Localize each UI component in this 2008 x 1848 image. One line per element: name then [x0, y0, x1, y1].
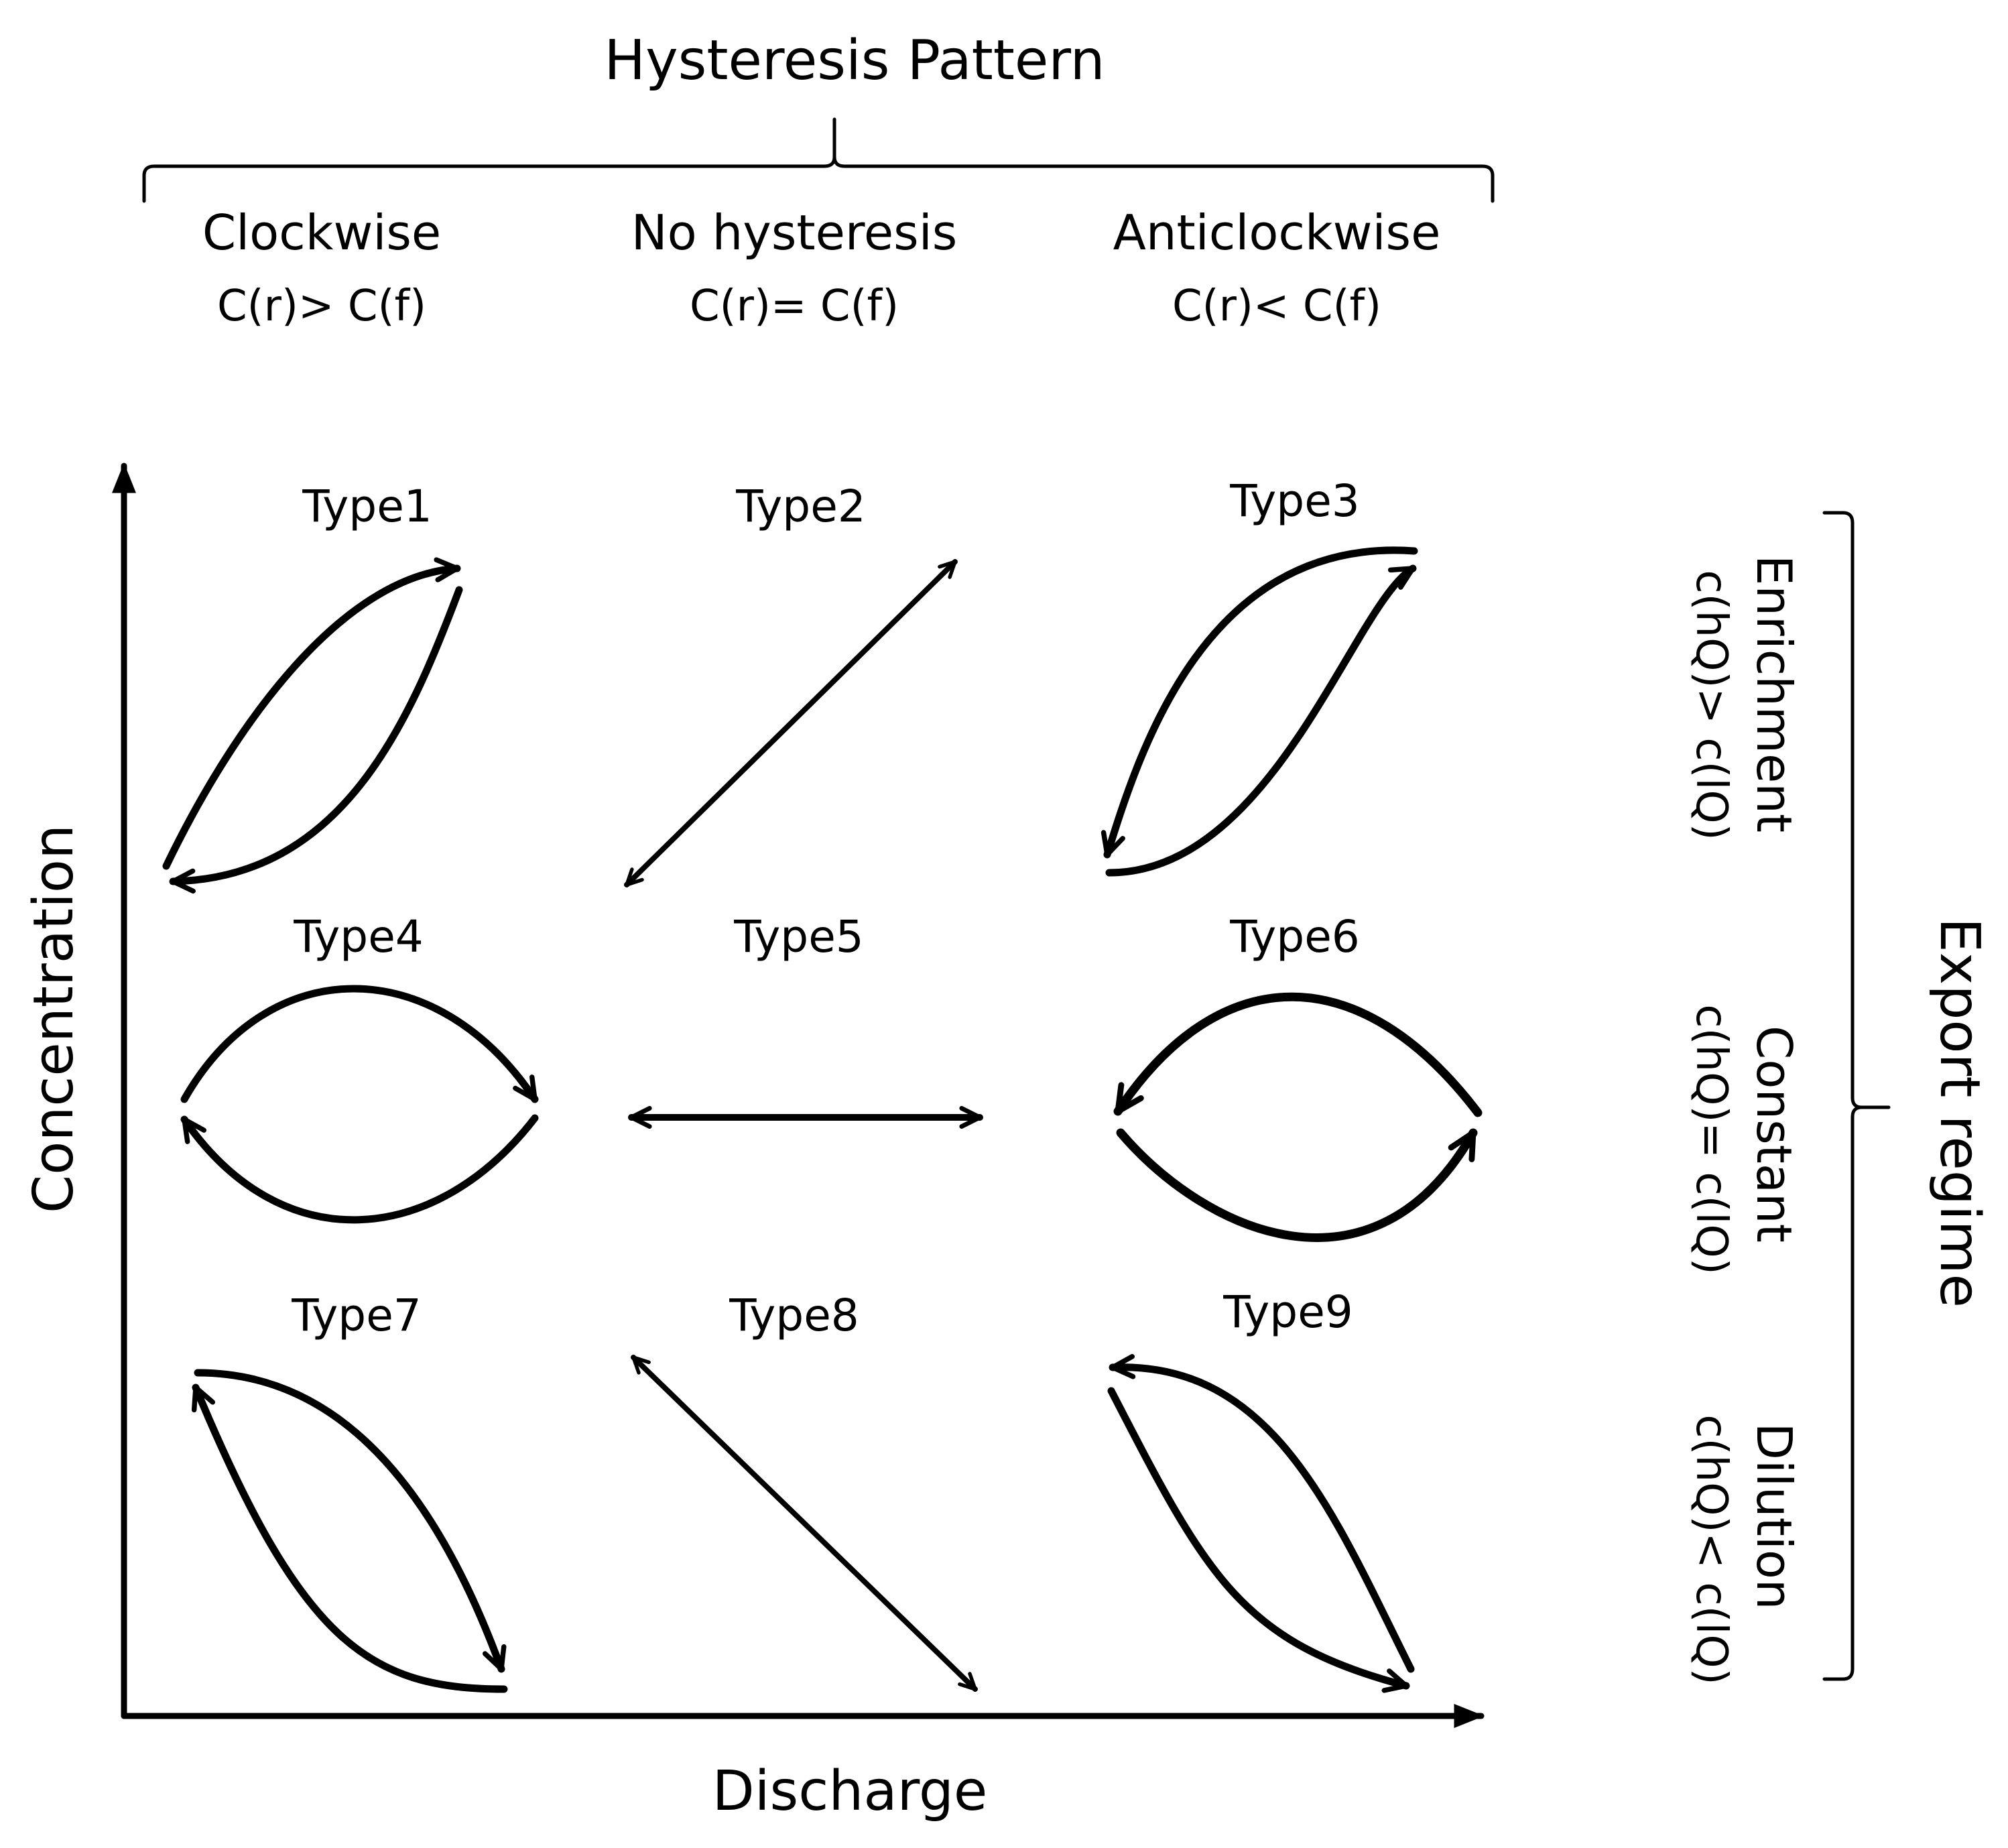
type8-line: [631, 1355, 978, 1692]
column-header-clockwise: Clockwise: [202, 204, 441, 261]
top-brace: [142, 117, 1495, 203]
diagram-title: Hysteresis Pattern: [604, 29, 1105, 93]
type1-label: Type1: [302, 481, 432, 532]
type7-falling-limb: [191, 1383, 508, 1693]
regime-enrichment-relation: c(hQ)> c(lQ): [1686, 570, 1736, 840]
type9-loop: [1107, 1354, 1415, 1693]
column-relation-anticlockwise: C(r)< C(f): [1172, 282, 1381, 331]
type9-rising-limb: [1107, 1387, 1410, 1693]
type6-rising-limb: [1116, 1128, 1478, 1242]
type4-loop: [180, 985, 539, 1224]
column-header-no-hysteresis: No hysteresis: [631, 204, 957, 261]
type1-rising-limb: [162, 557, 461, 870]
y-axis-label: Concentration: [22, 824, 86, 1213]
regime-enrichment-label: Enrichment: [1746, 555, 1802, 833]
column-relation-no-hysteresis: C(r)= C(f): [690, 282, 899, 331]
type3-label: Type3: [1229, 475, 1360, 527]
column-relation-clockwise: C(r)> C(f): [217, 282, 426, 331]
type2-label: Type2: [735, 481, 866, 532]
type8-double-arrow: [631, 1355, 978, 1692]
type8-label: Type8: [729, 1290, 859, 1341]
type6-label: Type6: [1229, 911, 1360, 963]
regime-dilution-label: Dilution: [1746, 1423, 1802, 1610]
type1-loop: [162, 557, 463, 894]
type7-label: Type7: [291, 1290, 422, 1341]
regime-constant-label: Constant: [1746, 1026, 1802, 1243]
x-axis-label: Discharge: [712, 1760, 988, 1823]
right-brace: [1822, 511, 1891, 1681]
type3-rising-limb: [1105, 564, 1417, 877]
type9-falling-limb: [1109, 1354, 1415, 1673]
regime-constant-relation: c(hQ)= c(lQ): [1686, 1004, 1736, 1274]
regime-group-label: Export regime: [1928, 918, 1991, 1308]
type9-label: Type9: [1222, 1286, 1353, 1338]
type5-label: Type5: [733, 911, 864, 963]
type2-line: [624, 559, 958, 887]
type4-label: Type4: [293, 911, 424, 963]
type7-rising-limb: [194, 1369, 507, 1673]
type6-loop: [1113, 992, 1483, 1242]
column-header-anticlockwise: Anticlockwise: [1113, 204, 1441, 261]
type4-rising-limb: [180, 985, 539, 1103]
type1-falling-limb: [169, 586, 463, 894]
type2-double-arrow: [624, 559, 958, 887]
type7-loop: [191, 1369, 508, 1693]
type3-falling-limb: [1101, 546, 1418, 859]
type4-falling-limb: [180, 1114, 539, 1224]
type3-loop: [1101, 546, 1418, 877]
regime-dilution-relation: c(hQ)< c(lQ): [1686, 1414, 1736, 1684]
type6-falling-limb: [1113, 992, 1483, 1117]
